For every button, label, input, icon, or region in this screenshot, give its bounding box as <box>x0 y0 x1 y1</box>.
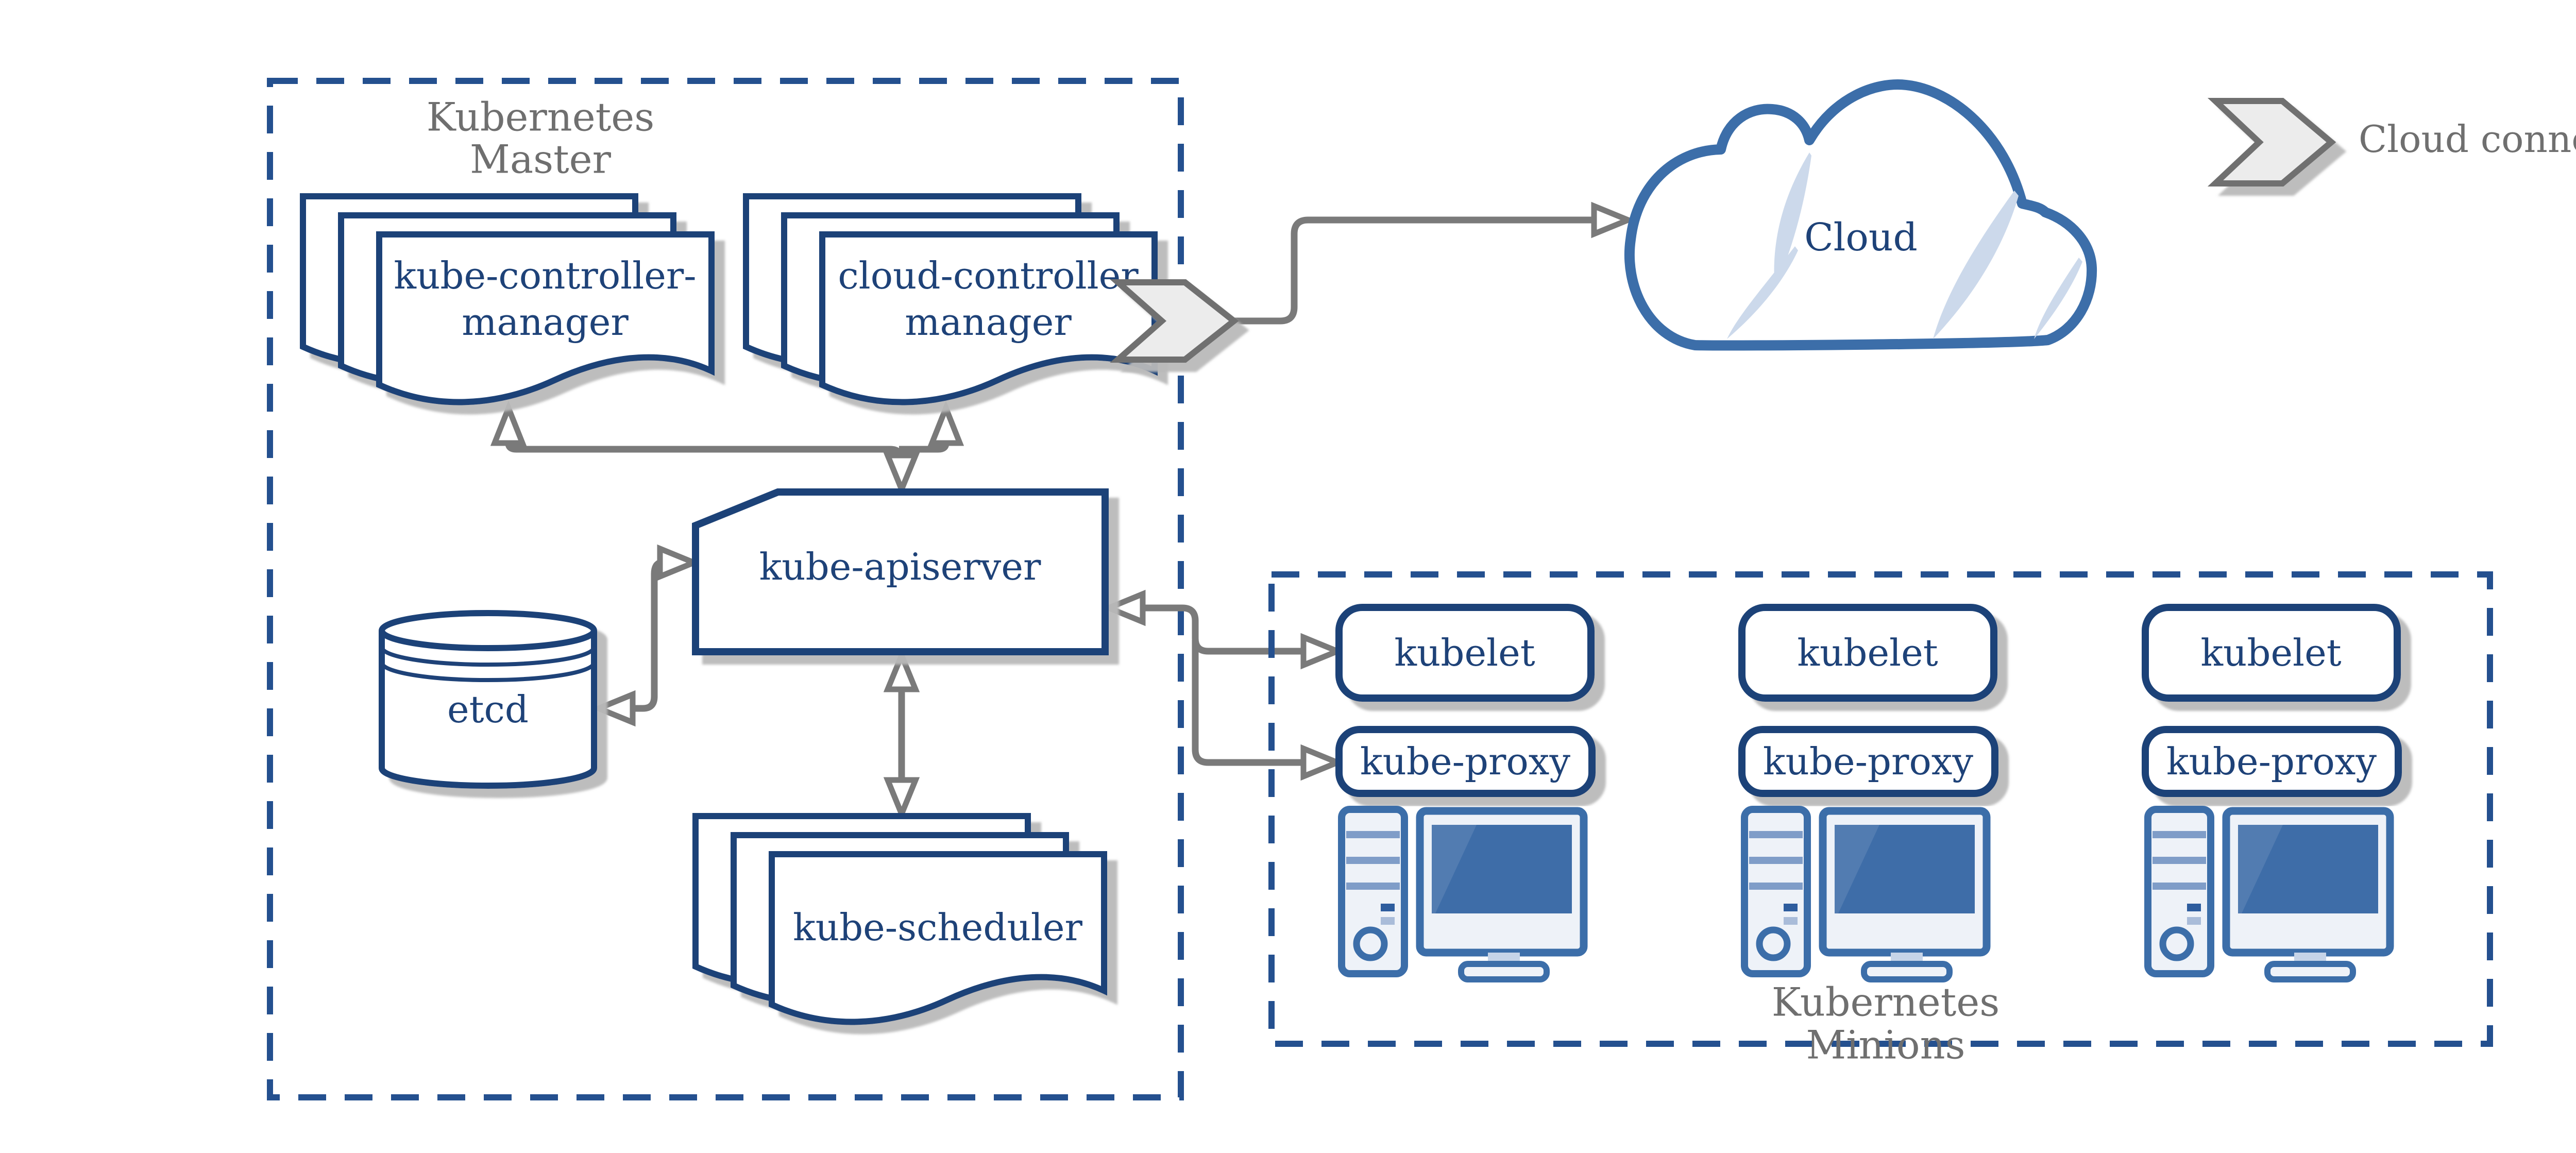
arrowhead-up-kube-controller-icon <box>490 400 527 446</box>
kube-controller-manager-label-line1: kube-controller- <box>394 254 696 297</box>
etcd-label: etcd <box>447 688 529 731</box>
kubelet-label: kubelet <box>2200 631 2341 674</box>
arrowhead-up-cloud-controller-icon <box>927 400 964 446</box>
arrowhead-left-apiserver-icon <box>1101 589 1146 626</box>
cloud-connector-legend-label: Cloud connector <box>2359 117 2576 161</box>
computer-icon <box>1342 809 1584 979</box>
arrowhead-left-etcd-icon <box>591 690 636 727</box>
master-title-line1: Kubernetes <box>427 94 654 140</box>
kubelet-box <box>2142 604 2401 702</box>
arrow-apiserver-scheduler <box>883 648 920 822</box>
cloud-connector-icon <box>1110 279 1239 363</box>
arrow-connector-to-cloud <box>1232 201 1636 325</box>
kubernetes-master-box <box>267 78 1184 1100</box>
kubernetes-minions-box <box>1268 571 2493 1047</box>
arrowhead-right-apiserver-icon <box>657 544 702 581</box>
kube-apiserver-label: kube-apiserver <box>759 545 1041 588</box>
cloud-highlight <box>2034 258 2082 339</box>
kube-scheduler-node: kube-scheduler <box>696 816 1104 1022</box>
kube-controller-manager-label-line2: manager <box>462 300 629 344</box>
kube-scheduler-label: kube-scheduler <box>793 906 1082 949</box>
kubelet-label: kubelet <box>1797 631 1938 674</box>
cloud-controller-manager-label-line1: cloud-controller <box>838 254 1139 297</box>
cylinder-ridge <box>380 662 596 682</box>
kubelet-box <box>1335 604 1595 702</box>
kube-apiserver-node: kube-apiserver <box>692 488 1109 655</box>
minions-title-line1: Kubernetes <box>1772 979 1999 1025</box>
legend-cloud-connector: Cloud connector <box>2207 98 2576 186</box>
master-title-line2: Master <box>470 137 612 182</box>
kube-apiserver-shape <box>692 488 1109 655</box>
minion-node-1: kubelet kube-proxy <box>1335 604 1596 979</box>
kubelet-label: kubelet <box>1394 631 1535 674</box>
arrowhead-down-icon <box>883 777 920 822</box>
kube-controller-manager-node: kube-controller- manager <box>303 196 711 402</box>
arrowhead-right-kube-proxy-icon <box>1300 744 1345 781</box>
arrowhead-right-kubelet-icon <box>1300 633 1345 670</box>
arrow-controllers-to-apiserver <box>490 400 964 497</box>
cloud-connector-legend-icon <box>2207 98 2336 186</box>
computer-icon <box>2148 809 2390 979</box>
cylinder-ridge <box>380 647 596 667</box>
kube-proxy-label: kube-proxy <box>1360 740 1570 783</box>
cloud-controller-manager-label-line2: manager <box>905 300 1072 344</box>
cloud-highlight <box>1933 191 2019 339</box>
kube-proxy-box <box>1335 726 1596 797</box>
kube-proxy-label: kube-proxy <box>1763 740 1973 783</box>
cloud-highlight <box>1774 152 1811 289</box>
minion-node-3: kubelet kube-proxy <box>2142 604 2402 979</box>
kube-proxy-label: kube-proxy <box>2166 740 2377 783</box>
arrowhead-down-apiserver-icon <box>883 452 920 497</box>
arrow-apiserver-etcd <box>591 544 702 727</box>
kubelet-box <box>1738 604 1997 702</box>
cloud-highlight <box>1727 246 1798 339</box>
kube-proxy-box <box>2142 726 2402 797</box>
kube-proxy-box <box>1738 726 1998 797</box>
cloud-label: Cloud <box>1804 215 1918 260</box>
arrowhead-up-icon <box>883 648 920 692</box>
arrow-apiserver-to-minions <box>1101 589 1345 781</box>
etcd-node: etcd <box>379 610 597 789</box>
cloud-controller-manager-node: cloud-controller manager <box>746 196 1155 402</box>
computer-icon <box>1744 809 1987 979</box>
arrowhead-right-cloud-icon <box>1591 201 1636 239</box>
cloud-node: Cloud <box>1624 79 2097 351</box>
minions-title-line2: Minions <box>1806 1022 1965 1068</box>
minion-node-2: kubelet kube-proxy <box>1738 604 1998 979</box>
